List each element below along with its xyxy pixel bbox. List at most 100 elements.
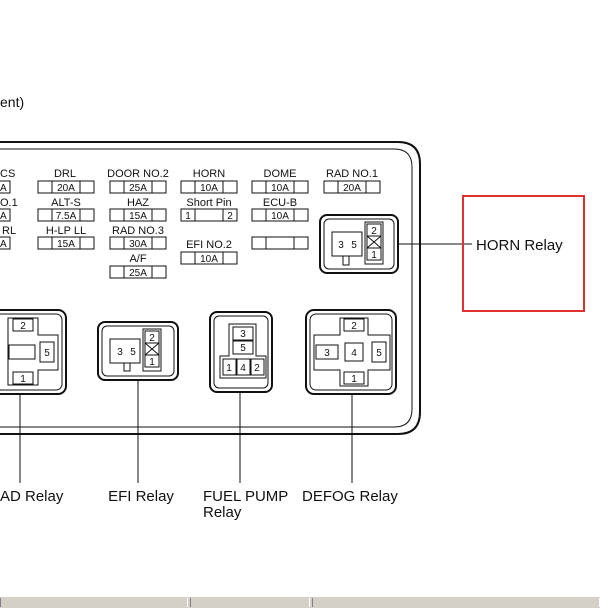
fuse-box-inner-outline [0, 148, 413, 428]
relay-pin-box [343, 318, 365, 332]
relay-pin-box [315, 344, 339, 360]
fuse-rating: 25A [129, 183, 147, 194]
efi-relay-connector: 3 5 2 1 [97, 321, 179, 381]
relay-pin-box [39, 341, 55, 363]
relay-pin-box [8, 344, 36, 360]
fuse-rating: 20A [57, 183, 75, 194]
relay-pin-box [12, 318, 34, 332]
fuse-label: DOME [264, 168, 297, 180]
fuse-label: HAZ [127, 197, 149, 209]
rad-pin-5: 5 [44, 348, 50, 359]
short-pin-label: Short Pin [186, 197, 231, 209]
relay-pin-box [222, 358, 237, 376]
fuse-label: HORN [193, 168, 225, 180]
fuse-alt-s: ALT-S 7.5A [37, 197, 95, 222]
fuse-rating: A [0, 183, 7, 194]
fuse-label: RAD NO.1 [326, 168, 378, 180]
status-bar-segment [0, 598, 188, 607]
fuse-rating: 10A [271, 211, 289, 222]
efi-pin-2: 2 [149, 333, 155, 344]
relay-pin-box [344, 342, 364, 362]
fuse-a-f: A/F 25A [109, 253, 167, 279]
fuse-body [251, 236, 309, 250]
fuse-rating: 25A [129, 268, 147, 279]
fuse-body [0, 180, 11, 194]
relay-pin-box [366, 247, 382, 261]
fuse-label: ECU-B [263, 197, 297, 209]
fuse-rl: RL A [0, 225, 16, 250]
relay-pin-box [371, 341, 387, 363]
relay-pin-box [144, 354, 160, 368]
relay-pin-box [232, 326, 254, 341]
short-pin-1: 1 [185, 211, 191, 222]
fuel-pump-relay-label-line1: FUEL PUMP [203, 488, 288, 505]
fuse-h-lp-ll: H-LP LL 15A [37, 225, 95, 250]
efi-relay-label: EFI Relay [108, 488, 174, 505]
relay-housing-inner [323, 218, 395, 270]
efi-pin-1: 1 [149, 357, 155, 368]
fuse-rad-no1: RAD NO.1 20A [323, 168, 381, 194]
fuse-rating: 10A [200, 183, 218, 194]
fuse-box-outline [0, 141, 421, 435]
fuse-label: EFI NO.2 [186, 239, 232, 251]
relay-tab [342, 255, 350, 266]
fuse-drl: DRL 20A [37, 168, 95, 194]
fuse-body [0, 208, 11, 222]
fuse-label: CS [0, 168, 15, 180]
fuel-pump-relay-connector: 3 5 1 4 2 [209, 311, 273, 393]
fuse-label: O.1 [0, 197, 18, 209]
horn-pin-2: 2 [371, 226, 377, 237]
defog-relay-connector: 2 3 4 5 1 [305, 309, 397, 395]
fuse-efi-no2: EFI NO.2 10A [180, 239, 238, 265]
fuse-rating: 10A [271, 183, 289, 194]
efi-pin-3: 3 [117, 347, 123, 358]
status-bar-segment [190, 598, 310, 607]
fuse-horn: HORN 10A [180, 168, 238, 194]
relay-socket [109, 338, 141, 364]
fuel-pump-pin-2: 2 [254, 363, 260, 374]
fuse-rad-no3: RAD NO.3 30A [109, 225, 167, 250]
fuse-rating: A [0, 211, 7, 222]
fuse-rating: A [0, 239, 7, 250]
fuel-pump-pin-3: 3 [240, 329, 246, 340]
relay-tab [123, 362, 131, 372]
fuse-ecu-b: ECU-B 10A [251, 197, 309, 222]
defog-pin-5: 5 [376, 348, 382, 359]
defog-relay-label: DEFOG Relay [302, 488, 398, 505]
fuse-label: ALT-S [51, 197, 81, 209]
relay-cross [144, 342, 160, 356]
fuse-label: DRL [54, 168, 76, 180]
fuse-label: A/F [129, 253, 146, 265]
status-bar-segment [312, 598, 600, 607]
relay-pin-box [236, 358, 251, 376]
fuse-rating: 30A [129, 239, 147, 250]
rad-pin-2: 2 [20, 321, 26, 332]
efi-pin-5: 5 [130, 347, 136, 358]
highlight-box [462, 195, 585, 312]
relay-socket [331, 231, 363, 257]
fuse-label: H-LP LL [46, 225, 86, 237]
relay-housing-inner [309, 313, 393, 391]
fuel-pump-pin-5: 5 [240, 343, 246, 354]
rad-relay-label: AD Relay [0, 488, 64, 505]
fuse-dome: DOME 10A [251, 168, 309, 194]
fuse-label: RAD NO.3 [112, 225, 164, 237]
rad-pin-1: 1 [20, 374, 26, 385]
relay-pin-box [12, 371, 34, 385]
fuse-empty-slot [251, 236, 309, 250]
header-fragment: ent) [0, 94, 24, 110]
relay-pin-box [250, 358, 265, 376]
fuse-rating: 20A [343, 183, 361, 194]
fuel-pump-relay-label-line2: Relay [203, 504, 242, 521]
relay-housing-inner [101, 325, 175, 377]
fuse-rating: 15A [129, 211, 147, 222]
fuse-rating: 15A [57, 239, 75, 250]
relay-pin-box [232, 340, 254, 355]
fuse-door-no2: DOOR NO.2 25A [107, 168, 169, 194]
fuel-pump-pin-4: 4 [240, 363, 246, 374]
fuel-pump-pin-1: 1 [226, 363, 232, 374]
defog-pin-3: 3 [324, 348, 330, 359]
short-pin-2: 2 [227, 211, 233, 222]
fuse-cs: CS A [0, 168, 15, 194]
fuse-label: DOOR NO.2 [107, 168, 169, 180]
